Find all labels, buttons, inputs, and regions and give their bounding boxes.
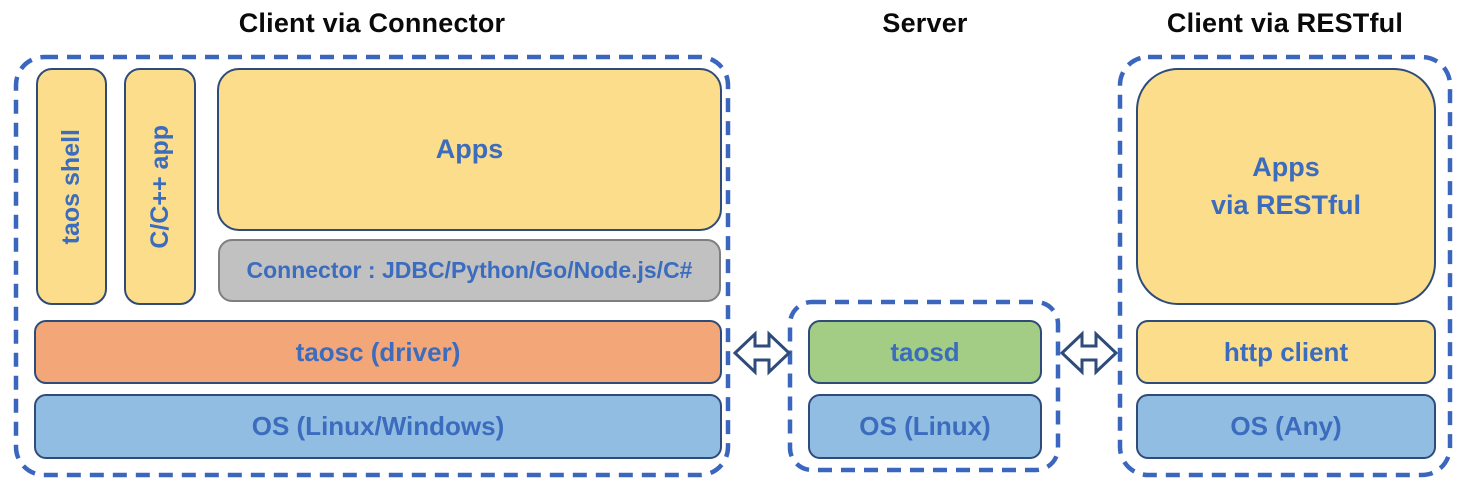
http-client-box: http client xyxy=(1136,320,1436,384)
taosd-box: taosd xyxy=(808,320,1042,384)
os-linux-windows-box: OS (Linux/Windows) xyxy=(34,394,722,459)
title-client-via-restful: Client via RESTful xyxy=(1166,8,1404,38)
os-any-box: OS (Any) xyxy=(1136,394,1436,459)
taos-shell-label: taos shell xyxy=(57,128,85,245)
os-linux-box: OS (Linux) xyxy=(808,394,1042,459)
client-restful-dashed-border xyxy=(1117,54,1453,478)
right-double-arrow-icon xyxy=(1059,330,1119,376)
cpp-app-box: C/C++ app xyxy=(124,68,196,305)
title-server: Server xyxy=(882,8,968,38)
client-connector-dashed-border xyxy=(13,54,731,478)
taosc-driver-box: taosc (driver) xyxy=(34,320,722,384)
title-client-via-connector: Client via Connector xyxy=(238,8,506,38)
taos-shell-box: taos shell xyxy=(36,68,107,305)
server-dashed-border xyxy=(787,299,1061,473)
left-double-arrow-icon xyxy=(732,330,792,376)
connector-box: Connector : JDBC/Python/Go/Node.js/C# xyxy=(218,239,721,302)
apps-via-restful-box: Apps via RESTful xyxy=(1136,68,1436,305)
apps-box: Apps xyxy=(217,68,722,231)
cpp-app-label: C/C++ app xyxy=(145,124,174,249)
